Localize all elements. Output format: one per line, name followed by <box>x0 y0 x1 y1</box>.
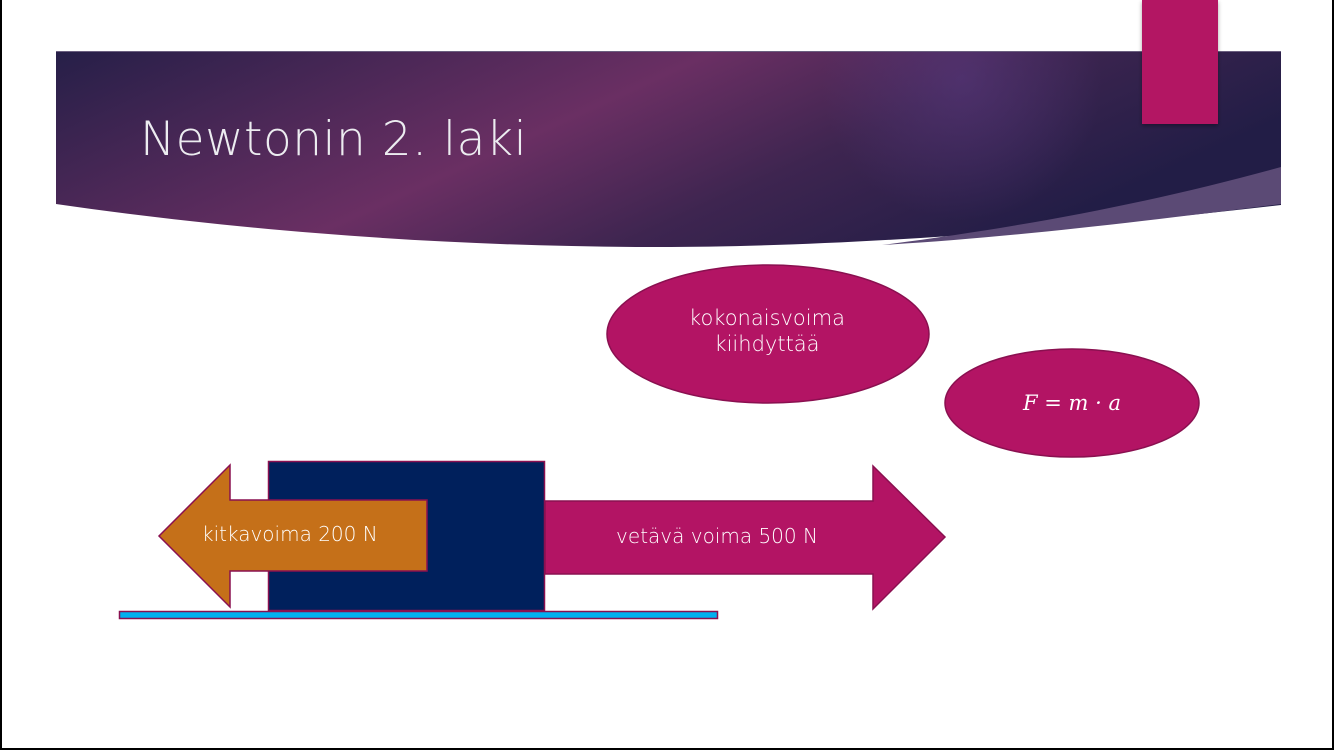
floor-surface <box>118 610 719 620</box>
friction-force-label: kitkavoima 200 N <box>202 522 378 546</box>
slide-title: Newtonin 2. laki <box>140 112 528 167</box>
pull-force-arrow <box>544 464 947 611</box>
net-force-bubble <box>606 264 930 404</box>
friction-force-arrow <box>157 463 428 609</box>
net-force-text: kokonaisvoima kiihdyttää <box>607 305 927 358</box>
accent-tab <box>1142 0 1218 124</box>
banner-swoosh <box>882 167 1281 245</box>
title-banner-glow <box>56 51 1281 248</box>
pull-force-label: vetävä voima 500 N <box>616 524 818 548</box>
net-force-line-1: kokonaisvoima <box>689 306 845 330</box>
net-force-line-2: kiihdyttää <box>714 332 820 357</box>
formula-text: F = m · a <box>1023 391 1121 415</box>
formula-bubble <box>944 348 1200 458</box>
